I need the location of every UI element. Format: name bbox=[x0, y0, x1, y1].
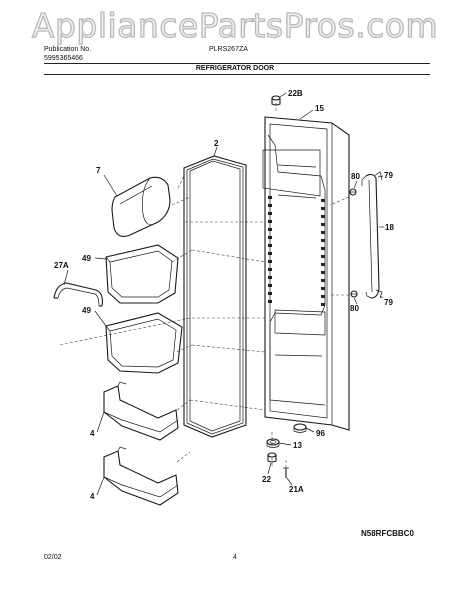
shelf-slot-left bbox=[268, 252, 272, 255]
shelf-slot-left bbox=[268, 276, 272, 279]
handle-cap-upper bbox=[373, 171, 383, 181]
callout-4-upper: 4 bbox=[90, 429, 95, 438]
door-bin-lower-1 bbox=[103, 381, 179, 441]
handle-screw-upper bbox=[349, 188, 357, 196]
shelf-slot-right bbox=[321, 287, 325, 290]
shelf-slot-right bbox=[321, 247, 325, 250]
shelf-slot-right bbox=[321, 223, 325, 226]
section-title: REFRIGERATOR DOOR bbox=[195, 65, 275, 72]
header-rule-bottom bbox=[44, 74, 430, 75]
door-bin-upper bbox=[105, 244, 179, 304]
callout-27a: 27A bbox=[54, 261, 69, 270]
handle-screw-lower bbox=[350, 290, 358, 298]
footer-page-number: 4 bbox=[233, 554, 237, 561]
hinge-cam bbox=[293, 423, 307, 433]
top-hinge-bushing bbox=[271, 95, 281, 106]
callout-22b: 22B bbox=[288, 89, 303, 98]
footer-date: 02/02 bbox=[44, 554, 62, 561]
shelf-slot-left bbox=[268, 204, 272, 207]
shelf-slot-left bbox=[268, 196, 272, 199]
dairy-compartment bbox=[111, 176, 171, 237]
callout-labels: 22B 15 2 7 80 79 18 49 27A 49 80 79 96 1… bbox=[54, 89, 394, 501]
callout-leaders bbox=[63, 92, 384, 496]
hinge-screw bbox=[283, 467, 289, 478]
callout-22: 22 bbox=[262, 475, 271, 484]
shelf-slot-right bbox=[321, 231, 325, 234]
callout-2: 2 bbox=[214, 139, 219, 148]
callout-49-middle: 49 bbox=[82, 306, 91, 315]
callout-80-lower: 80 bbox=[350, 304, 359, 313]
shelf-slot-right bbox=[321, 199, 325, 202]
header-rule-top bbox=[44, 63, 430, 64]
bin-handle bbox=[53, 282, 103, 307]
shelf-slot-right bbox=[321, 239, 325, 242]
door-bin-lower-2 bbox=[103, 446, 179, 506]
callout-18: 18 bbox=[385, 223, 394, 232]
shelf-slot-right bbox=[321, 279, 325, 282]
shelf-slot-left bbox=[268, 212, 272, 215]
drawing-code: N58RFCBBC0 bbox=[361, 529, 414, 538]
publication-number: 5995365466 bbox=[44, 55, 83, 62]
shelf-slot-right bbox=[321, 207, 325, 210]
callout-80-upper: 80 bbox=[351, 172, 360, 181]
callout-13: 13 bbox=[293, 441, 302, 450]
shelf-slot-left bbox=[268, 228, 272, 231]
shelf-slot-left bbox=[268, 268, 272, 271]
shelf-slot-right bbox=[321, 295, 325, 298]
shelf-slot-right bbox=[321, 263, 325, 266]
handle-cap-lower bbox=[375, 289, 383, 299]
door-bin-middle bbox=[105, 312, 183, 374]
door-gasket bbox=[183, 155, 247, 438]
assembly-guide-lines bbox=[59, 103, 350, 476]
shelf-slot-right bbox=[321, 215, 325, 218]
callout-4-lower: 4 bbox=[90, 492, 95, 501]
shelf-slot-left bbox=[268, 220, 272, 223]
door-handle bbox=[361, 173, 380, 299]
shelf-slot-left bbox=[268, 284, 272, 287]
callout-79-lower: 79 bbox=[384, 298, 393, 307]
shelf-slot-left bbox=[268, 236, 272, 239]
callout-15: 15 bbox=[315, 104, 324, 113]
shelf-ladder bbox=[268, 196, 325, 306]
shelf-slot-right bbox=[321, 303, 325, 306]
publication-label: Publication No. bbox=[44, 46, 92, 53]
callout-49-upper: 49 bbox=[82, 254, 91, 263]
callout-7: 7 bbox=[96, 166, 101, 175]
shelf-slot-left bbox=[268, 292, 272, 295]
shelf-slot-left bbox=[268, 300, 272, 303]
door-assembly bbox=[262, 116, 350, 431]
watermark-logo: AppliancePartsPros.com bbox=[31, 5, 439, 45]
model-number: PLRS267ZA bbox=[209, 46, 248, 53]
hinge-bracket bbox=[266, 438, 280, 448]
callout-79-upper: 79 bbox=[384, 171, 393, 180]
shelf-slot-right bbox=[321, 271, 325, 274]
callout-96: 96 bbox=[316, 429, 325, 438]
shelf-slot-left bbox=[268, 260, 272, 263]
hinge-bushing bbox=[267, 452, 277, 463]
shelf-slot-left bbox=[268, 244, 272, 247]
callout-21a: 21A bbox=[289, 485, 304, 494]
shelf-slot-right bbox=[321, 255, 325, 258]
